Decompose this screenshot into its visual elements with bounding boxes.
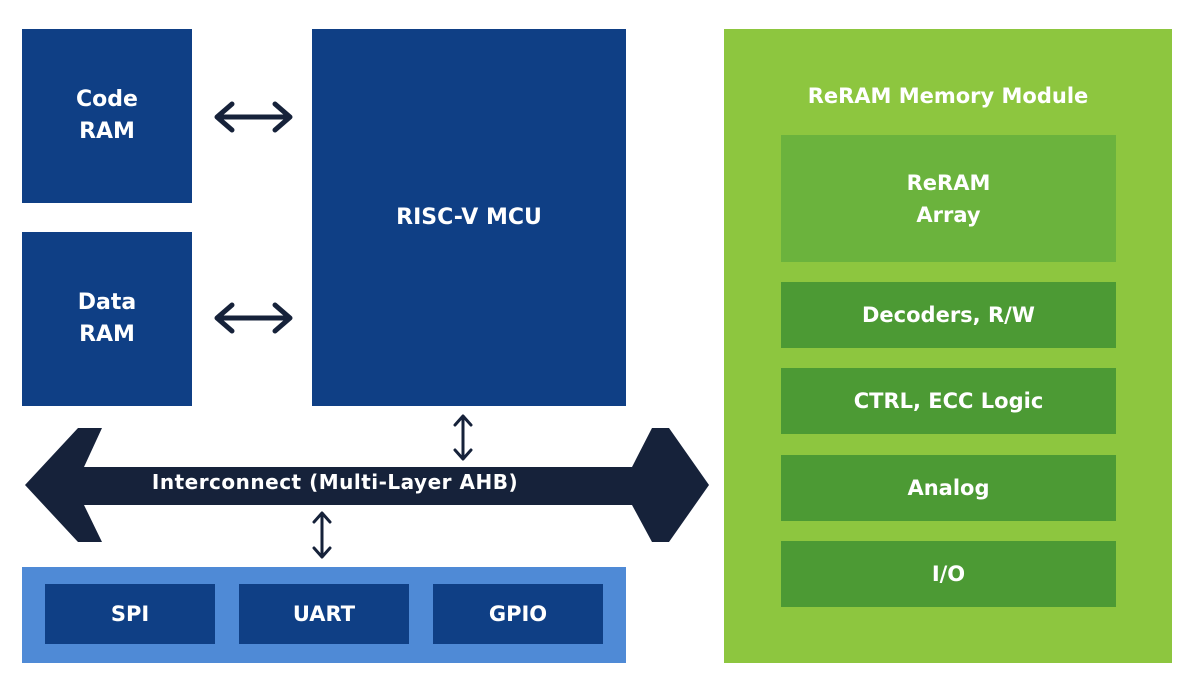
mcu-bus-arrow-icon <box>453 414 473 461</box>
interconnect-label: Interconnect (Multi-Layer AHB) <box>151 470 519 494</box>
ctrl-ecc-logic-block: CTRL, ECC Logic <box>781 368 1116 434</box>
risc-v-mcu-block: RISC-V MCU <box>312 29 626 406</box>
analog-block: Analog <box>781 455 1116 521</box>
data-ram-label-line2: RAM <box>79 322 135 347</box>
code-ram-block: Code RAM <box>22 29 192 203</box>
reram-array-label-line2: Array <box>916 202 981 227</box>
code-ram-label-line1: Code <box>76 87 138 112</box>
io-label: I/O <box>931 562 966 586</box>
reram-module-title: ReRAM Memory Module <box>807 84 1089 108</box>
uart-label: UART <box>292 602 356 626</box>
io-block: I/O <box>781 541 1116 607</box>
decoders-rw-block: Decoders, R/W <box>781 282 1116 348</box>
analog-label: Analog <box>907 476 990 500</box>
bus-peripherals-arrow-icon <box>312 511 332 559</box>
data-ram-block: Data RAM <box>22 232 192 406</box>
gpio-block: GPIO <box>433 584 603 644</box>
gpio-label: GPIO <box>488 602 548 626</box>
mcu-label: RISC-V MCU <box>396 205 542 230</box>
decoders-rw-label: Decoders, R/W <box>862 303 1035 327</box>
spi-label: SPI <box>110 602 150 626</box>
code-ram-label-line2: RAM <box>79 119 135 144</box>
code-ram-mcu-arrow-icon <box>214 101 293 133</box>
reram-array-block: ReRAM Array <box>781 135 1116 262</box>
uart-block: UART <box>239 584 409 644</box>
interconnect-bus-arrow <box>25 428 709 542</box>
data-ram-mcu-arrow-icon <box>214 302 293 334</box>
reram-array-label-line1: ReRAM <box>906 170 991 195</box>
spi-block: SPI <box>45 584 215 644</box>
ctrl-ecc-label: CTRL, ECC Logic <box>853 389 1044 413</box>
data-ram-label-line1: Data <box>77 290 137 315</box>
